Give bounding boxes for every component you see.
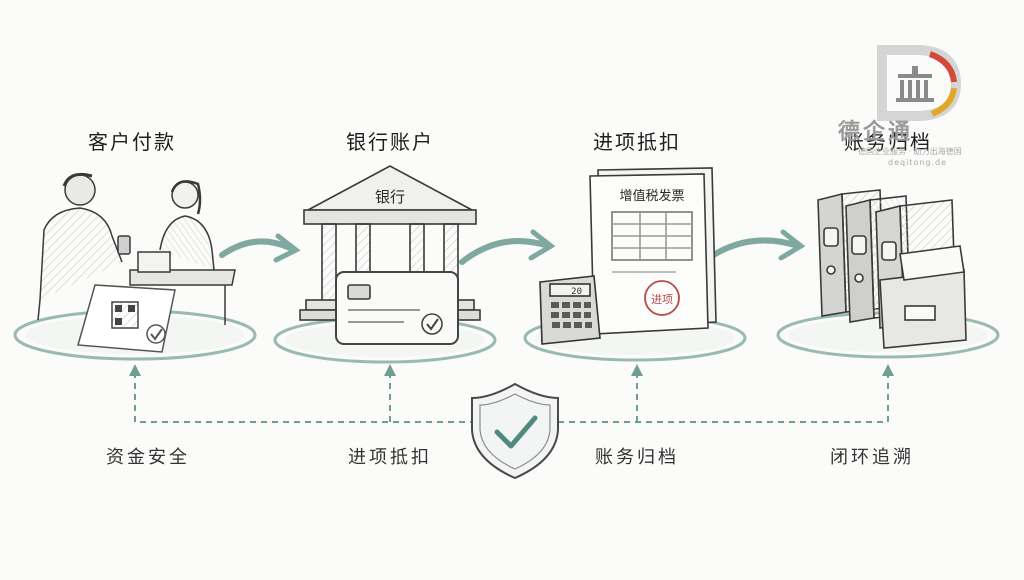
bottom-label-traceability: 闭环追溯: [830, 443, 914, 469]
shield-check-icon: [472, 384, 558, 478]
bank-sign: 银行: [375, 188, 405, 206]
step-title-payment: 客户付款: [88, 126, 176, 155]
step-title-bank-account: 银行账户: [346, 126, 434, 155]
flow-arrow-1: [222, 236, 296, 260]
loop-arrowheads: [129, 364, 894, 376]
calculator-display: 20: [571, 287, 582, 297]
step-title-input-deduction: 进项抵扣: [593, 126, 681, 155]
logo-domain: deqitong.de: [888, 158, 947, 167]
bottom-label-input-deduction: 进项抵扣: [348, 443, 432, 469]
invoice-title: 增值税发票: [619, 188, 684, 204]
invoice-stamp: 进项: [651, 293, 673, 306]
logo-tagline: 德国企业服务 · 助力出海德国: [858, 146, 962, 157]
bottom-label-fund-security: 资金安全: [106, 443, 190, 469]
flow-arrow-2: [462, 232, 551, 262]
flow-arrow-3: [712, 232, 801, 258]
calculator-icon: [540, 276, 600, 344]
logo-name: 德企通: [838, 114, 913, 146]
bottom-label-archiving: 账务归档: [595, 443, 679, 469]
